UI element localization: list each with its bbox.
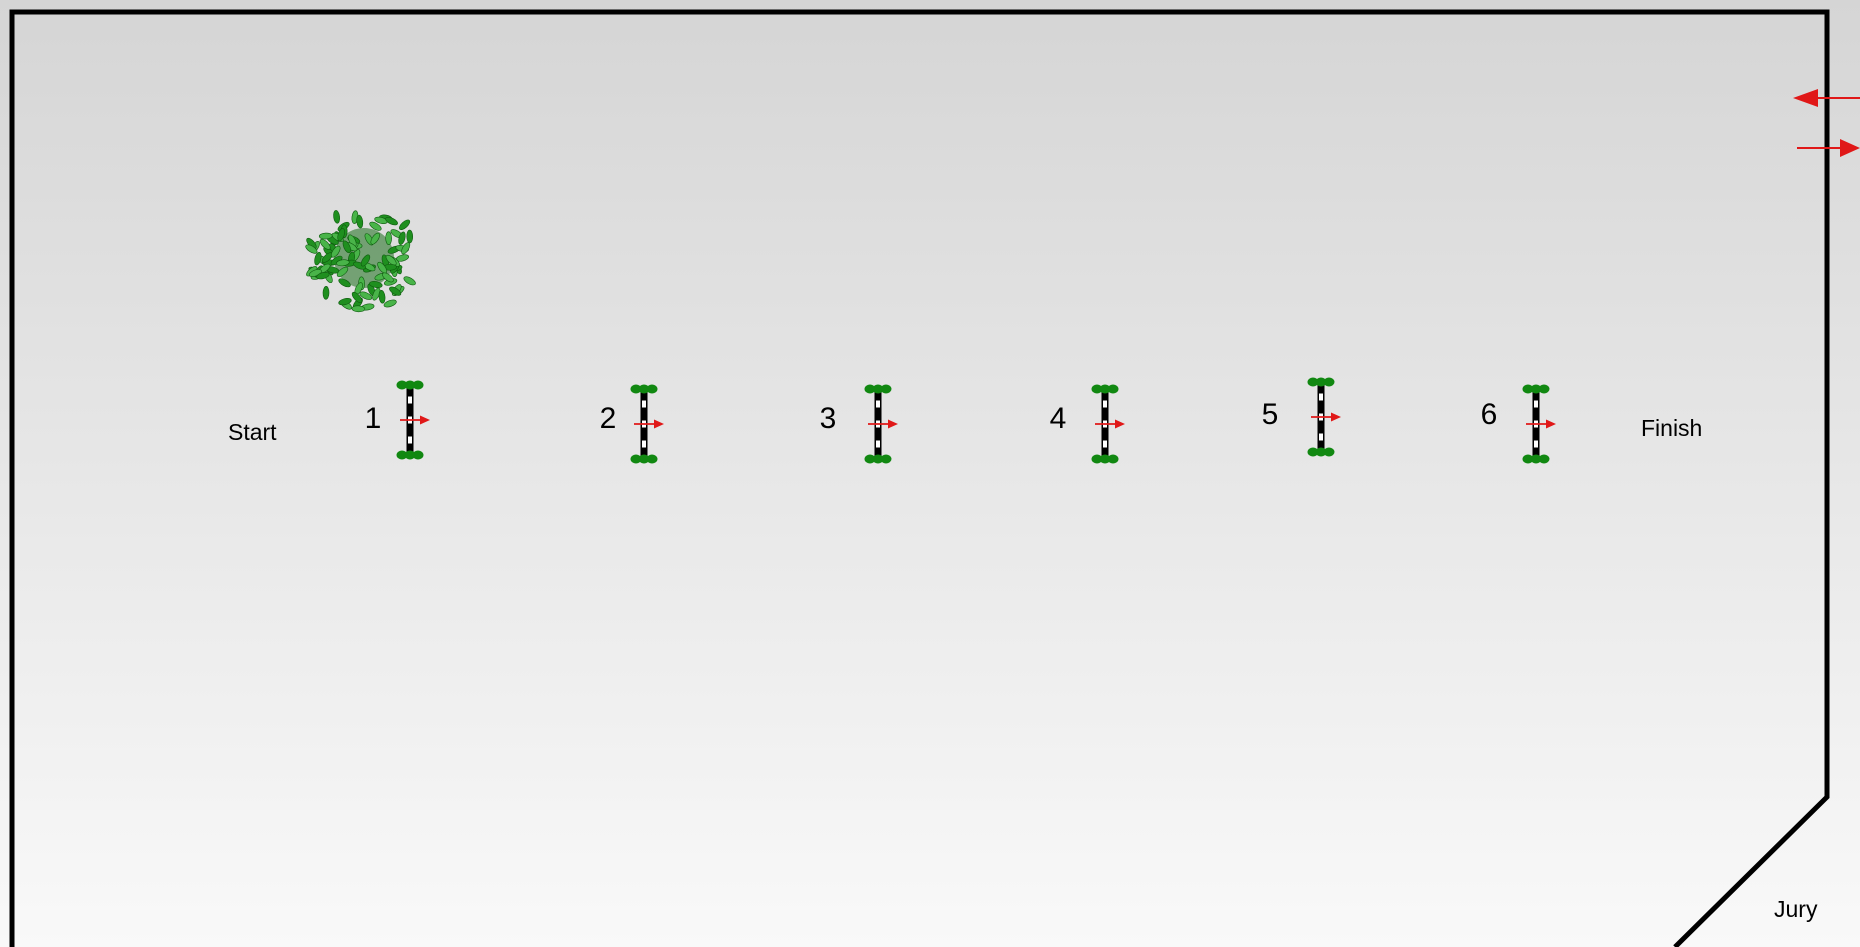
- obstacle-number-4: 4: [1050, 402, 1067, 435]
- direction-arrow-icon: [400, 415, 430, 425]
- wing-stand-icon: [1091, 384, 1119, 394]
- obstacle-6: [1522, 384, 1556, 464]
- entrance-arrows: [1793, 89, 1860, 157]
- obstacle-number-3: 3: [820, 402, 837, 435]
- wing-stand-icon: [1307, 447, 1335, 457]
- obstacle-2: [630, 384, 664, 464]
- obstacle-4: [1091, 384, 1125, 464]
- obstacle-number-1: 1: [365, 402, 382, 435]
- obstacle-number-5: 5: [1262, 398, 1279, 431]
- obstacles: [396, 377, 1556, 464]
- wing-stand-icon: [864, 384, 892, 394]
- wing-stand-icon: [1522, 454, 1550, 464]
- direction-arrow-icon: [1095, 419, 1125, 429]
- obstacle-number-2: 2: [600, 402, 617, 435]
- wing-stand-icon: [1091, 454, 1119, 464]
- direction-arrow-icon: [634, 419, 664, 429]
- jury-label: Jury: [1774, 896, 1818, 922]
- direction-arrow-icon: [1311, 412, 1341, 422]
- bush-icon: [305, 210, 416, 313]
- direction-arrow-icon: [868, 419, 898, 429]
- entry-arrow-icon: [1793, 89, 1860, 107]
- wing-stand-icon: [630, 454, 658, 464]
- finish-label: Finish: [1641, 415, 1702, 441]
- start-label: Start: [228, 419, 277, 445]
- wing-stand-icon: [630, 384, 658, 394]
- wing-stand-icon: [396, 380, 424, 390]
- arena-fence: [9, 9, 1830, 947]
- wing-stand-icon: [396, 450, 424, 460]
- direction-arrow-icon: [1526, 419, 1556, 429]
- obstacle-1: [396, 380, 430, 460]
- obstacle-5: [1307, 377, 1341, 457]
- exit-arrow-icon: [1797, 139, 1860, 157]
- wing-stand-icon: [864, 454, 892, 464]
- obstacle-number-6: 6: [1481, 398, 1498, 431]
- obstacle-numbers: 1 2 3 4 5 6: [365, 398, 1498, 435]
- obstacle-3: [864, 384, 898, 464]
- wing-stand-icon: [1522, 384, 1550, 394]
- wing-stand-icon: [1307, 377, 1335, 387]
